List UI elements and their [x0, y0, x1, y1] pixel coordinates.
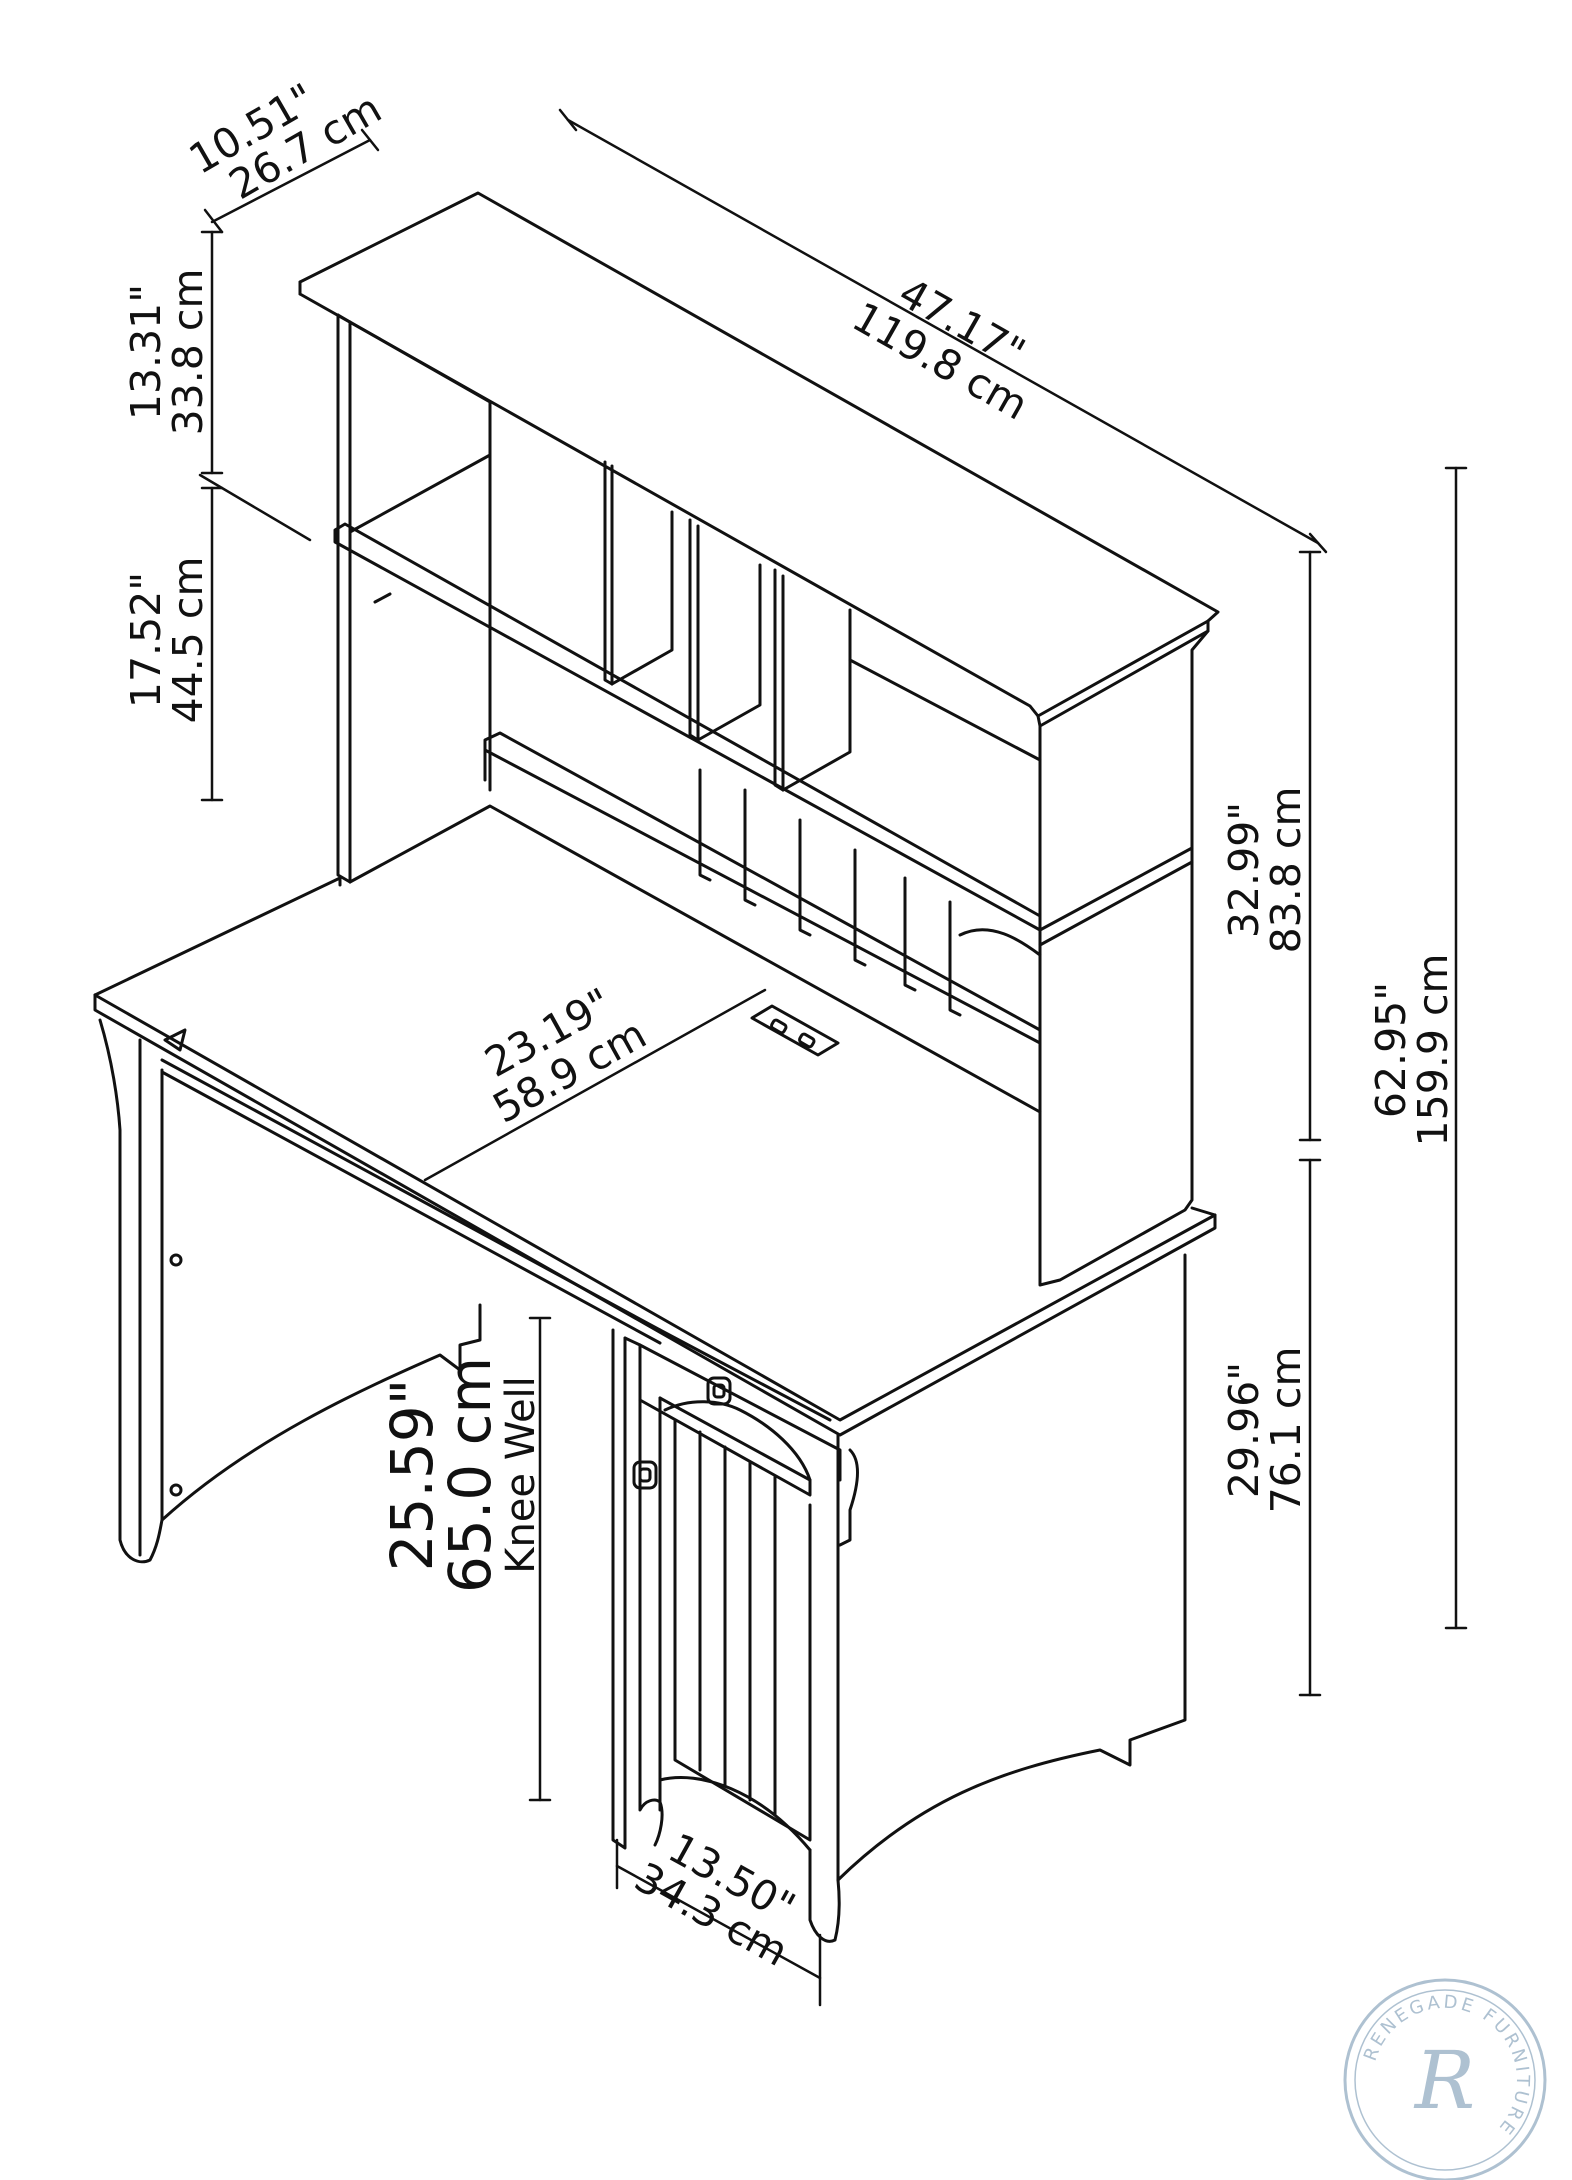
desk-top [93, 804, 1217, 1437]
dim-upper-shelf: 13.31" 33.8 cm [122, 269, 212, 436]
desk-cabinet [611, 1253, 1187, 1943]
dim-lower-shelf-cm: 44.5 cm [164, 557, 212, 724]
dim-total-height-cm: 159.9 cm [1409, 954, 1457, 1147]
hutch-right-panel [1038, 629, 1210, 1287]
dim-lower-shelf-inches: 17.52" [122, 572, 170, 708]
hutch-cubbies [603, 460, 1042, 792]
dim-lower-shelf: 17.52" 44.5 cm [122, 557, 212, 724]
dim-desk-depth: 23.19" 58.9 cm [477, 979, 654, 1133]
dim-total-height-inches: 62.95" [1367, 982, 1415, 1118]
door-pull-icon [632, 1460, 658, 1490]
hutch-left-panel [336, 313, 352, 884]
dim-hutch-width: 47.17" 119.8 cm [844, 268, 1036, 429]
drawer-pull-icon [706, 1376, 732, 1406]
hutch-back-panel [348, 320, 492, 877]
renegade-furniture-watermark: RENEGADE FURNITURE R [1343, 1978, 1547, 2180]
dim-desk-height-cm: 76.1 cm [1262, 1347, 1310, 1514]
dim-knee-well-label: Knee Well [498, 1376, 544, 1574]
hutch-middle-shelf [333, 522, 1042, 932]
dim-cabinet-width: 13.50" 34.3 cm [627, 1824, 803, 1976]
hutch-letter-slots [483, 731, 1042, 1045]
grommet-icon [750, 1004, 840, 1057]
dim-hutch-height-inches: 32.99" [1220, 802, 1268, 938]
dim-hutch-depth: 10.51" 26.7 cm [181, 74, 390, 209]
furniture-drawing [93, 191, 1220, 1943]
dim-knee-well-inches: 25.59" [378, 1379, 446, 1572]
dimension-labels: 10.51" 26.7 cm 47.17" 119.8 cm 13.31" 33… [122, 74, 1457, 1976]
dim-knee-well-cm: 65.0 cm [436, 1357, 504, 1593]
desk-left-leg [98, 1018, 662, 1564]
dimension-lines [198, 108, 1468, 2007]
dim-desk-height-inches: 29.96" [1220, 1362, 1268, 1498]
dim-upper-shelf-cm: 33.8 cm [164, 269, 212, 436]
dim-desk-height: 29.96" 76.1 cm [1220, 1347, 1310, 1514]
dim-knee-well: 25.59" 65.0 cm Knee Well [378, 1357, 544, 1593]
dim-total-height: 62.95" 159.9 cm [1367, 954, 1457, 1147]
dim-hutch-height-cm: 83.8 cm [1262, 787, 1310, 954]
watermark-letter: R [1413, 2034, 1475, 2127]
dim-hutch-height: 32.99" 83.8 cm [1220, 787, 1310, 954]
dim-upper-shelf-inches: 13.31" [122, 284, 170, 420]
